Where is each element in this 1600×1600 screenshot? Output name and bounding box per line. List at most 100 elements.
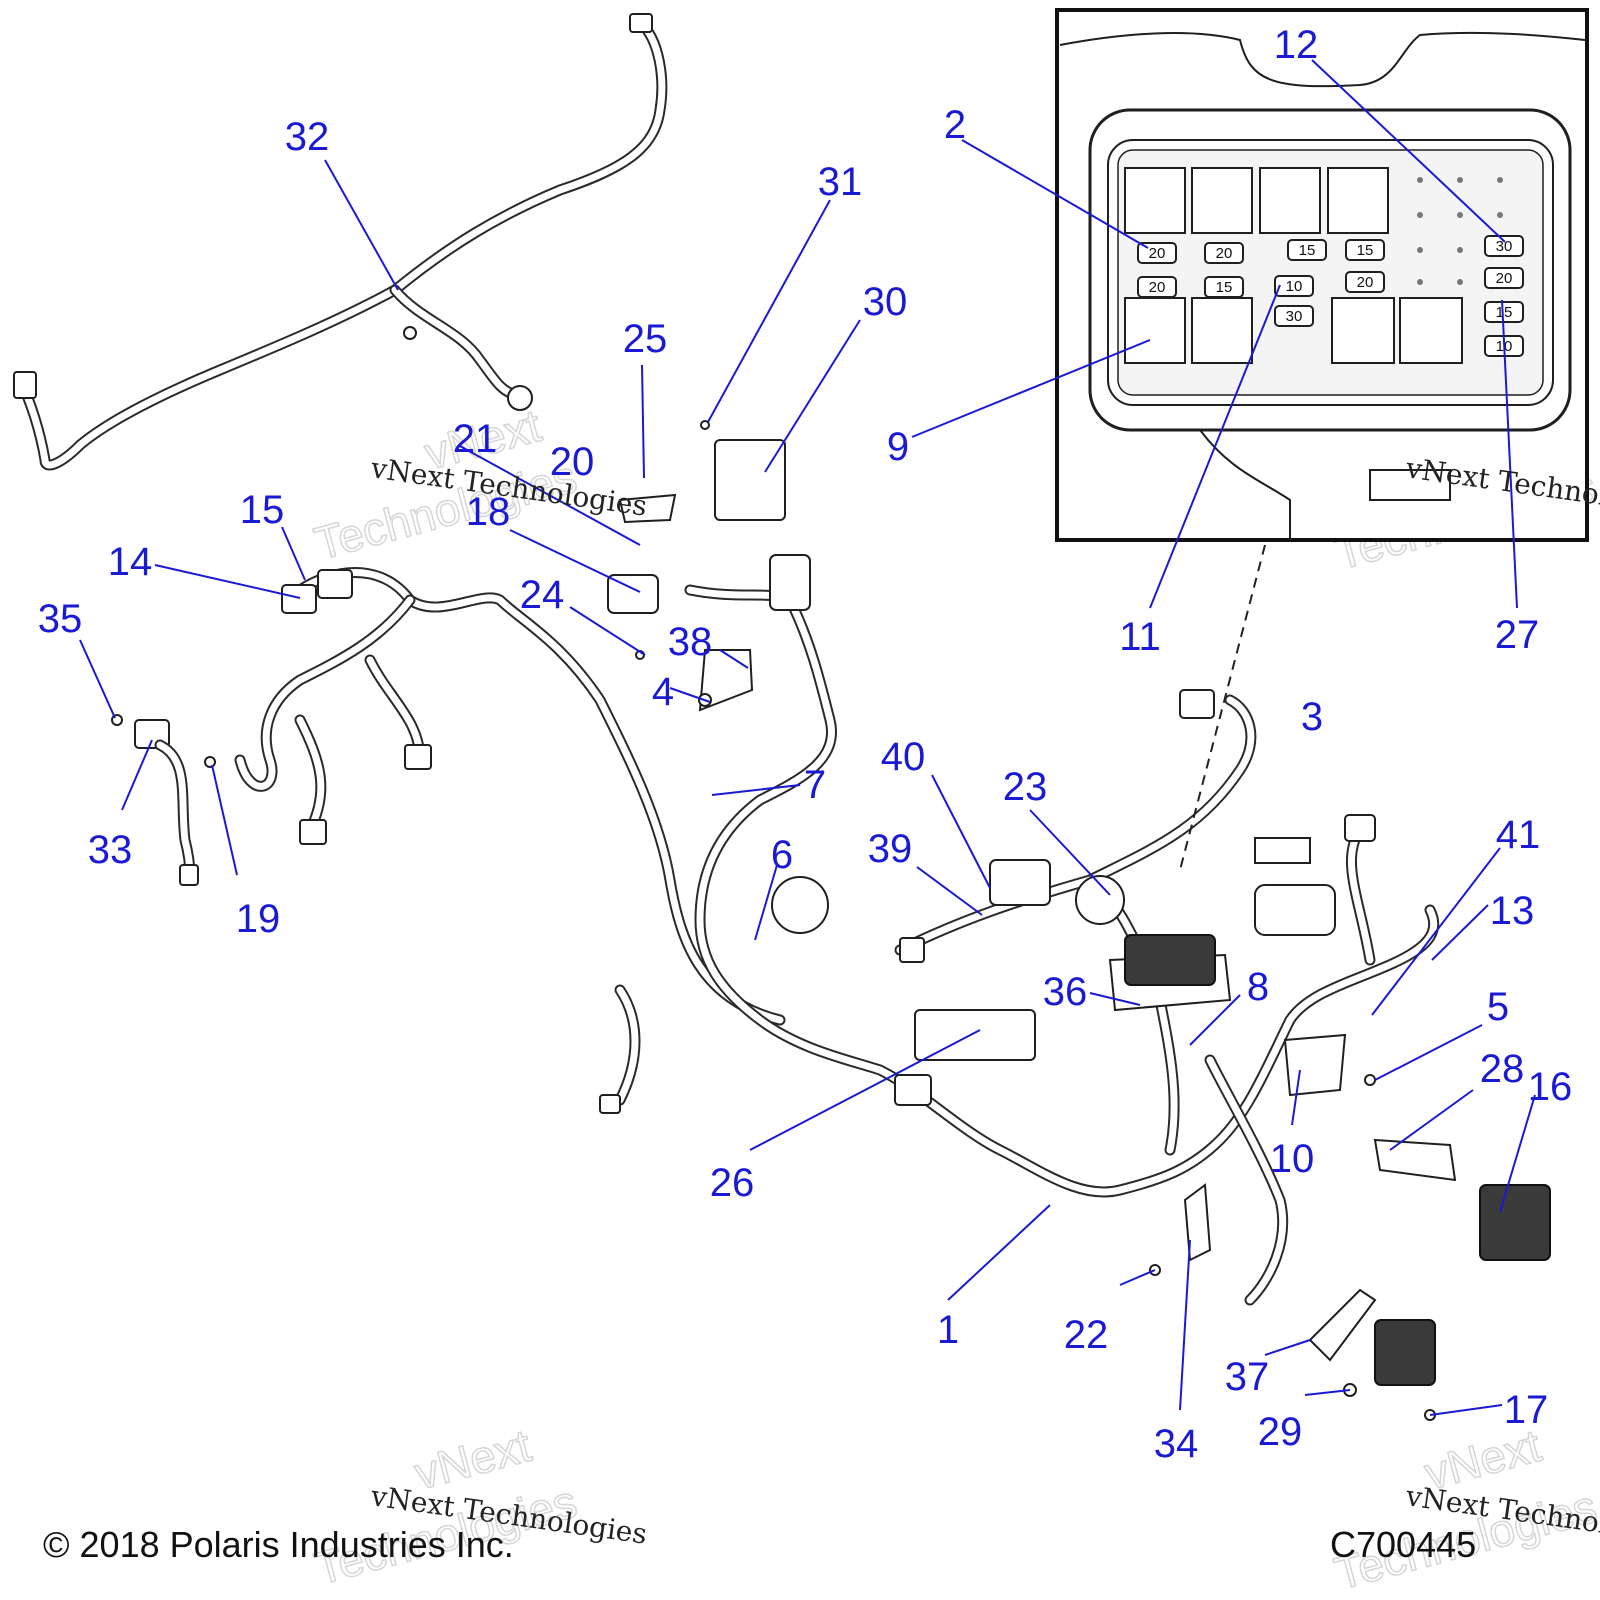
terminal-dots	[1417, 177, 1503, 285]
mount-bracket-38	[698, 649, 754, 712]
fuse-box-inset: 20 20 15 15 30 20 15 10 20 10 20 30 15	[1055, 8, 1589, 542]
callout-30: 30	[863, 280, 908, 324]
callout-12: 12	[1274, 23, 1319, 67]
harness-connector	[1344, 814, 1376, 842]
callout-labels: 1 2 3 4 5 6 7 8 9 10 11 12 13 14 15 16 1…	[38, 23, 1573, 1466]
relay	[1331, 297, 1395, 364]
rear-harness-connector	[629, 13, 653, 33]
callout-8: 8	[1247, 965, 1269, 1009]
callout-20: 20	[550, 440, 595, 484]
bracket-34	[1183, 1183, 1212, 1262]
fuse: 20	[1137, 276, 1177, 298]
fuse: 20	[1204, 242, 1244, 264]
callout-27: 27	[1495, 613, 1540, 657]
callout-6: 6	[771, 833, 793, 877]
bolt-19	[204, 756, 216, 768]
fuse-rating: 10	[1286, 278, 1303, 295]
harness-loop	[771, 876, 829, 934]
callout-3: 3	[1301, 695, 1323, 739]
fuse: 15	[1204, 276, 1244, 298]
callout-13: 13	[1490, 889, 1535, 933]
callout-2: 2	[944, 103, 966, 147]
leader-lines	[79, 59, 1536, 1416]
fuse: 30	[1484, 235, 1524, 257]
relay	[1191, 167, 1253, 234]
fuse-rating: 15	[1357, 242, 1374, 259]
callout-9: 9	[887, 425, 909, 469]
callout-14: 14	[108, 540, 153, 584]
fuse: 15	[1345, 239, 1385, 261]
horn-23	[1075, 875, 1125, 925]
callout-29: 29	[1258, 1410, 1303, 1454]
fuse-rating: 30	[1496, 238, 1513, 255]
fuse-rating: 15	[1496, 304, 1513, 321]
harness-connector	[894, 1074, 932, 1106]
fuse-rating: 20	[1496, 270, 1513, 287]
fuse-rating: 20	[1149, 245, 1166, 262]
regulator-16	[1479, 1184, 1551, 1261]
callout-38: 38	[668, 620, 713, 664]
bracket-28	[1373, 1138, 1457, 1182]
watermark-ghosts: vNext Technologies vNext Technologies vN…	[308, 398, 1600, 1600]
connector-14	[281, 584, 317, 614]
fuse-rating: 20	[1357, 274, 1374, 291]
callout-37: 37	[1225, 1355, 1270, 1399]
callout-25: 25	[623, 317, 668, 361]
callout-33: 33	[88, 828, 133, 872]
callout-28: 28	[1480, 1047, 1525, 1091]
callout-4: 4	[652, 670, 674, 714]
fuse: 10	[1274, 275, 1314, 297]
callout-16: 16	[1528, 1065, 1573, 1109]
callout-22: 22	[1064, 1313, 1109, 1357]
fuse: 15	[1484, 301, 1524, 323]
mount-bracket	[618, 493, 677, 524]
copyright-notice: © 2018 Polaris Industries Inc.	[43, 1524, 514, 1565]
bracket-37	[1308, 1288, 1377, 1362]
fuse: 15	[1287, 239, 1327, 261]
left-harness	[234, 567, 786, 1026]
callout-21: 21	[453, 417, 498, 461]
callout-32: 32	[285, 115, 330, 159]
connector-block-40	[989, 859, 1051, 906]
screw-5	[1364, 1074, 1376, 1086]
callout-31: 31	[818, 160, 863, 204]
terminal-strip-26	[914, 1009, 1036, 1061]
fuse: 20	[1345, 271, 1385, 293]
fuse-rating: 20	[1149, 279, 1166, 296]
callout-10: 10	[1270, 1137, 1315, 1181]
callout-1: 1	[937, 1308, 959, 1352]
connector-33-end	[179, 864, 199, 886]
harness-connector	[299, 819, 327, 845]
rear-harness-connector	[13, 371, 37, 399]
callout-15: 15	[240, 488, 285, 532]
regulator	[1374, 1319, 1436, 1386]
callout-24: 24	[520, 573, 565, 617]
callout-5: 5	[1487, 985, 1509, 1029]
callout-18: 18	[466, 490, 511, 534]
screw-31	[700, 420, 710, 430]
fuse-rating: 30	[1286, 308, 1303, 325]
callout-41: 41	[1496, 813, 1541, 857]
relay	[1259, 167, 1321, 234]
module	[1254, 884, 1336, 936]
fuse-rating: 15	[1299, 242, 1316, 259]
callout-11: 11	[1119, 615, 1161, 659]
label-3	[1254, 837, 1311, 864]
rear-harness	[13, 13, 668, 471]
callout-23: 23	[1003, 765, 1048, 809]
connector-39	[899, 937, 925, 963]
harness-connector	[404, 744, 432, 770]
diagram-code: C700445	[1330, 1524, 1476, 1565]
gasket-10	[1283, 1033, 1347, 1097]
callout-17: 17	[1504, 1388, 1549, 1432]
ecu-module	[714, 439, 786, 521]
callout-36: 36	[1043, 970, 1088, 1014]
relay	[1327, 167, 1389, 234]
callout-40: 40	[881, 735, 926, 779]
relay	[1191, 297, 1253, 364]
main-connector	[769, 554, 811, 611]
connector-15	[317, 569, 353, 599]
callout-39: 39	[868, 827, 913, 871]
fuse-box-36	[1124, 934, 1216, 986]
